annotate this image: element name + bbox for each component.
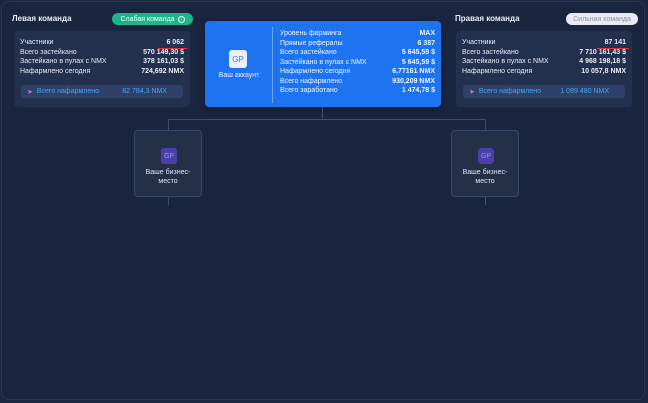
- total-earned-bar: ➤ Всего нафармлено 82 784,3 NMX: [21, 85, 183, 98]
- tree-connector: [168, 197, 169, 205]
- business-slot-label: Ваше бизнес-место: [462, 169, 508, 185]
- account-logo: GP: [229, 50, 247, 68]
- stat-row: Застейкано в пулах с NMX 5 645,59 $: [280, 58, 435, 68]
- business-slot-logo: GP: [478, 148, 494, 164]
- right-team-title: Правая команда: [455, 13, 520, 23]
- stat-label: Участники: [20, 39, 54, 46]
- business-slot-right[interactable]: GP Ваше бизнес-место: [451, 130, 519, 197]
- left-team-panel: Участники 6 062 Всего застейкано 570 149…: [14, 31, 190, 107]
- rocket-icon: ➤: [469, 88, 475, 96]
- stat-row: Всего застейкано 7 710 161,43 $: [462, 48, 626, 58]
- stat-row: Нафармлено сегодня 724,692 NMX: [20, 67, 184, 77]
- stat-row: Всего нафармлено 930,209 NMX: [280, 77, 435, 87]
- stat-label: Всего застейкано: [280, 49, 337, 56]
- stat-label: Застейкано в пулах с NMX: [280, 58, 367, 66]
- business-slot-logo: GP: [161, 148, 177, 164]
- stat-row: Прямые рефералы 6 387: [280, 39, 435, 49]
- business-slot-label: Ваше бизнес-место: [145, 169, 191, 185]
- stat-label: Всего застейкано: [20, 48, 77, 56]
- stat-row: Нафармлено сегодня 6,77161 NMX: [280, 67, 435, 77]
- stat-value: 930,209 NMX: [392, 77, 435, 85]
- stat-row: Застейкано в пулах с NMX 378 161,03 $: [20, 57, 184, 67]
- account-label: Ваш аккаунт: [218, 72, 260, 79]
- total-earned-label: Всего нафармлено: [478, 88, 542, 95]
- stat-value: 570 149,30 $: [143, 48, 184, 56]
- stat-label: Прямые рефералы: [280, 39, 343, 47]
- weak-team-badge-label: Слабая команда: [120, 15, 175, 23]
- stat-value: 4 968 198,18 $: [579, 58, 626, 65]
- account-stats: Уровень фарминга MAX Прямые рефералы 6 3…: [280, 29, 435, 96]
- rocket-icon: ➤: [27, 88, 33, 96]
- stat-value: 5 645,59 $: [401, 58, 435, 66]
- stat-row: Застейкано в пулах с NMX 4 968 198,18 $: [462, 57, 626, 67]
- stat-label: Нафармлено сегодня: [280, 68, 351, 75]
- total-earned-label: Всего нафармлено: [36, 88, 100, 95]
- tree-connector: [168, 119, 169, 130]
- tree-connector: [485, 197, 486, 205]
- total-earned-bar: ➤ Всего нафармлено 1 089 480 NMX: [463, 85, 625, 98]
- stat-label: Застейкано в пулах с NMX: [462, 58, 549, 65]
- stat-row: Всего застейкано 5 645,59 $: [280, 48, 435, 58]
- strong-team-badge[interactable]: Сильная команда: [566, 13, 638, 25]
- stat-label: Участники: [462, 39, 496, 46]
- stat-row: Уровень фарминга MAX: [280, 29, 435, 39]
- tree-connector: [322, 107, 323, 120]
- stat-value: 724,692 NMX: [141, 67, 184, 75]
- stat-label: Застейкано в пулах с NMX: [20, 58, 107, 65]
- stat-value: 6 062: [158, 39, 187, 48]
- stat-label: Всего нафармлено: [280, 77, 343, 85]
- divider: [272, 27, 273, 103]
- total-earned-value: 1 089 480 NMX: [560, 88, 609, 95]
- stat-row: Всего застейкано 570 149,30 $: [20, 48, 184, 58]
- stat-value: 378 161,03 $: [143, 58, 184, 65]
- total-earned-value: 82 784,3 NMX: [122, 88, 167, 95]
- strong-team-badge-label: Сильная команда: [573, 15, 631, 23]
- tree-connector: [168, 119, 486, 120]
- stat-value: 5 645,59 $: [401, 49, 435, 56]
- stat-row: Участники 6 062: [20, 38, 187, 48]
- stat-label: Нафармлено сегодня: [462, 67, 533, 75]
- business-slot-left[interactable]: GP Ваше бизнес-место: [134, 130, 202, 197]
- right-team-panel: Участники 87 141 Всего застейкано 7 710 …: [456, 31, 632, 107]
- stat-row: Участники 87 141: [462, 38, 630, 48]
- stat-value: 7 710 161,43 $: [579, 48, 626, 56]
- stat-row: Нафармлено сегодня 10 057,8 NMX: [462, 67, 626, 77]
- stat-value: 6,77161 NMX: [392, 68, 435, 75]
- stat-value: 6 387: [417, 39, 435, 47]
- stat-label: Уровень фарминга: [280, 30, 342, 37]
- stat-label: Всего застейкано: [462, 48, 519, 56]
- stat-row: Всего заработано 1 474,78 $: [280, 86, 435, 96]
- stat-value: MAX: [419, 30, 435, 37]
- stat-value: 10 057,8 NMX: [581, 67, 626, 75]
- account-card[interactable]: GP Ваш аккаунт Уровень фарминга MAX Прям…: [205, 21, 441, 107]
- stat-label: Нафармлено сегодня: [20, 67, 91, 75]
- stat-value: 1 474,78 $: [401, 87, 435, 94]
- left-team-title: Левая команда: [12, 13, 72, 23]
- stat-label: Всего заработано: [280, 87, 338, 94]
- info-icon: [177, 15, 185, 23]
- weak-team-badge[interactable]: Слабая команда: [112, 13, 193, 25]
- tree-connector: [485, 119, 486, 130]
- stat-value: 87 141: [596, 39, 630, 48]
